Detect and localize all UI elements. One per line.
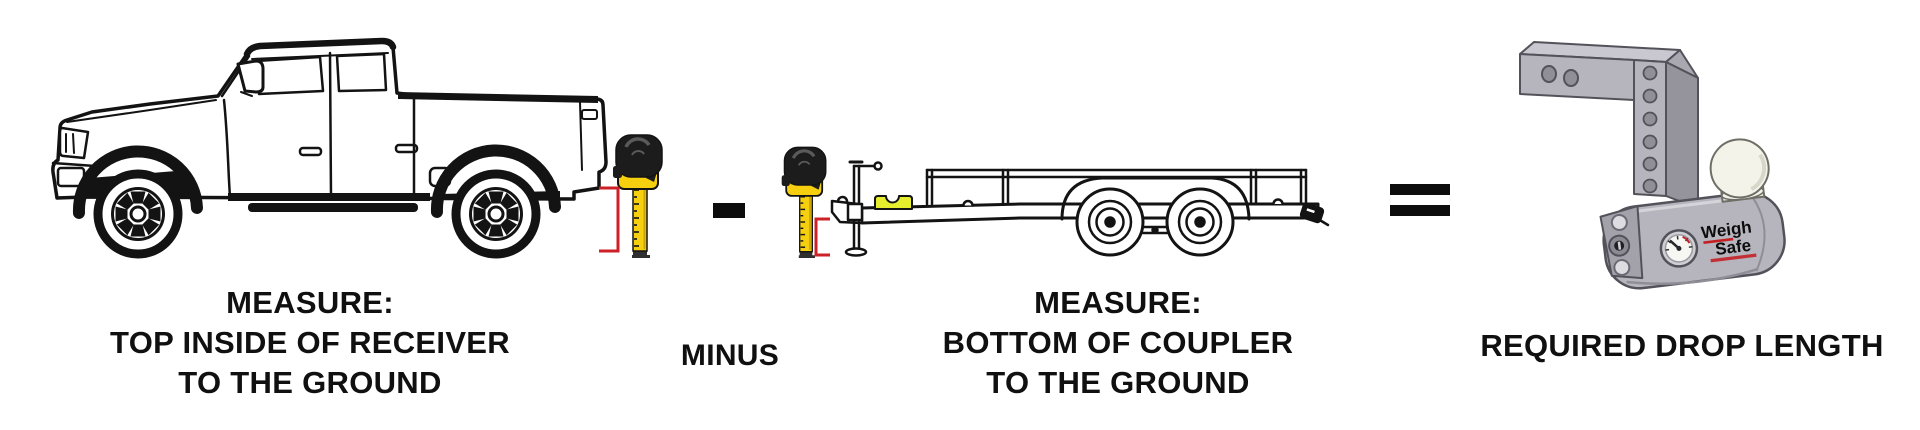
truck-caption-line-2: TOP INSIDE OF RECEIVER [110, 325, 510, 360]
trailer-caption-line-2: BOTTOM OF COUPLER [942, 325, 1294, 360]
minus-sign [713, 203, 745, 218]
truck-measure-caption: MEASURE: TOP INSIDE OF RECEIVER TO THE G… [110, 283, 510, 403]
truck-front-wheel [98, 174, 178, 254]
trailer-wheel-rear [1165, 187, 1235, 257]
coupler-height-bracket [814, 217, 830, 257]
tongue-weight-gauge-icon [1659, 229, 1699, 268]
truck-rear-wheel [456, 174, 536, 254]
trailer-measure-caption: MEASURE: BOTTOM OF COUPLER TO THE GROUND [943, 283, 1294, 403]
trailer-illustration [830, 160, 1330, 257]
truck-caption-line-1: MEASURE: [226, 285, 394, 320]
trailer-caption-line-1: MEASURE: [1034, 285, 1202, 320]
truck-caption-line-3: TO THE GROUND [178, 365, 442, 400]
hitch-ball [1709, 138, 1770, 199]
trailer-wheel-front [1075, 187, 1145, 257]
result-caption: REQUIRED DROP LENGTH [1480, 328, 1884, 363]
pickup-truck-illustration [51, 37, 608, 254]
drop-hitch-illustration: Weigh Safe [1519, 41, 1786, 290]
coupler-level-highlight [874, 195, 913, 210]
trailer-caption-line-3: TO THE GROUND [986, 365, 1250, 400]
weigh-safe-logo: Weigh Safe [1700, 217, 1757, 263]
tape-measure-icon-coupler [780, 145, 828, 260]
tape-measure-icon-receiver [611, 133, 664, 260]
minus-label: MINUS [680, 339, 780, 372]
logo-line-2: Safe [1714, 236, 1752, 259]
equals-sign [1390, 184, 1450, 216]
receiver-height-bracket [599, 186, 620, 253]
